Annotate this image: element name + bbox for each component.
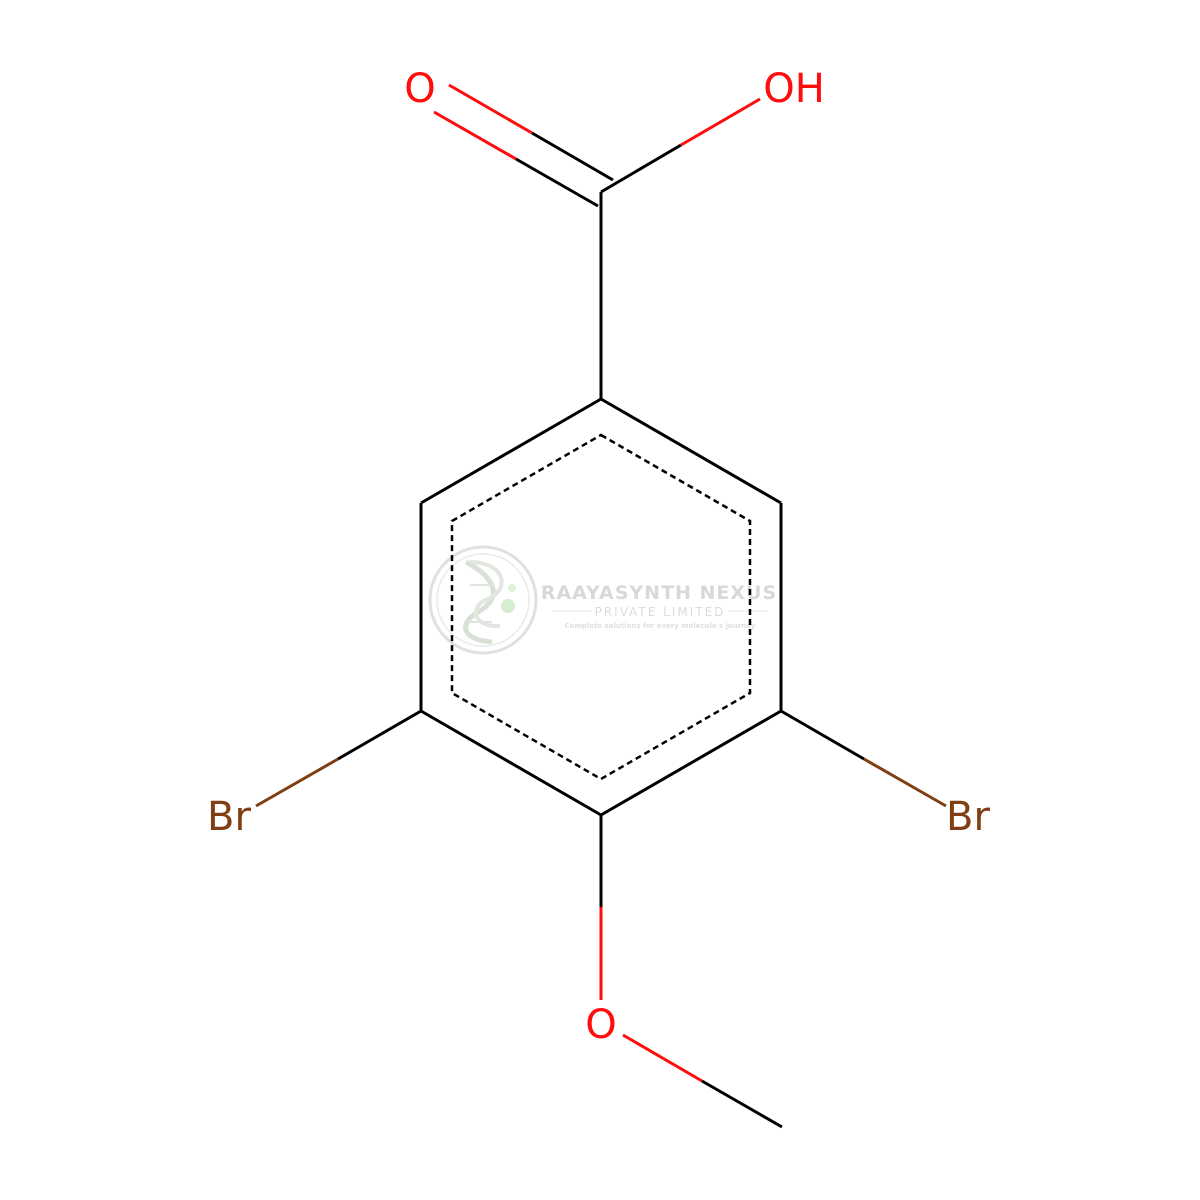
bromine-left-bond-brown xyxy=(255,757,339,808)
bromine-right-bond-black xyxy=(780,709,865,761)
dna-logo-icon xyxy=(428,545,538,655)
carbonyl-oxygen-label: O xyxy=(404,66,435,112)
watermark-subtitle: PRIVATE LIMITED xyxy=(595,605,726,619)
ring-bond-c4-c5 xyxy=(420,709,602,817)
bromine-right-label: Br xyxy=(946,794,990,840)
hydroxyl-label: OH xyxy=(763,66,825,112)
bromine-left-bond-black xyxy=(337,709,422,761)
ring-bond-c3-c4 xyxy=(600,709,782,817)
methoxy-oxygen-label: O xyxy=(585,1002,616,1048)
carbonyl-bond-line1-red xyxy=(448,83,533,135)
hydroxyl-bond-red xyxy=(680,97,761,147)
watermark-company: RAAYASYNTH NEXUS xyxy=(541,582,777,604)
aromatic-ring-dashed xyxy=(450,433,752,781)
carbonyl-bond-line1-black xyxy=(531,131,614,182)
methyl-bond-red xyxy=(622,1033,703,1083)
carbonyl-bond-line2-black xyxy=(515,157,599,208)
hydroxyl-bond-black xyxy=(600,143,682,194)
watermark: RAAYASYNTH NEXUS PRIVATE LIMITED Complet… xyxy=(428,545,777,655)
ring-bond-c1-c2 xyxy=(600,397,782,505)
ring-bond-c6-c1 xyxy=(420,397,602,505)
methyl-bond-black xyxy=(701,1079,783,1129)
bromine-right-bond-brown xyxy=(863,757,947,808)
bromine-left-label: Br xyxy=(207,794,251,840)
watermark-tagline: Complete solutions for every molecule's … xyxy=(565,622,756,630)
carbonyl-bond-line2-red xyxy=(433,110,517,161)
